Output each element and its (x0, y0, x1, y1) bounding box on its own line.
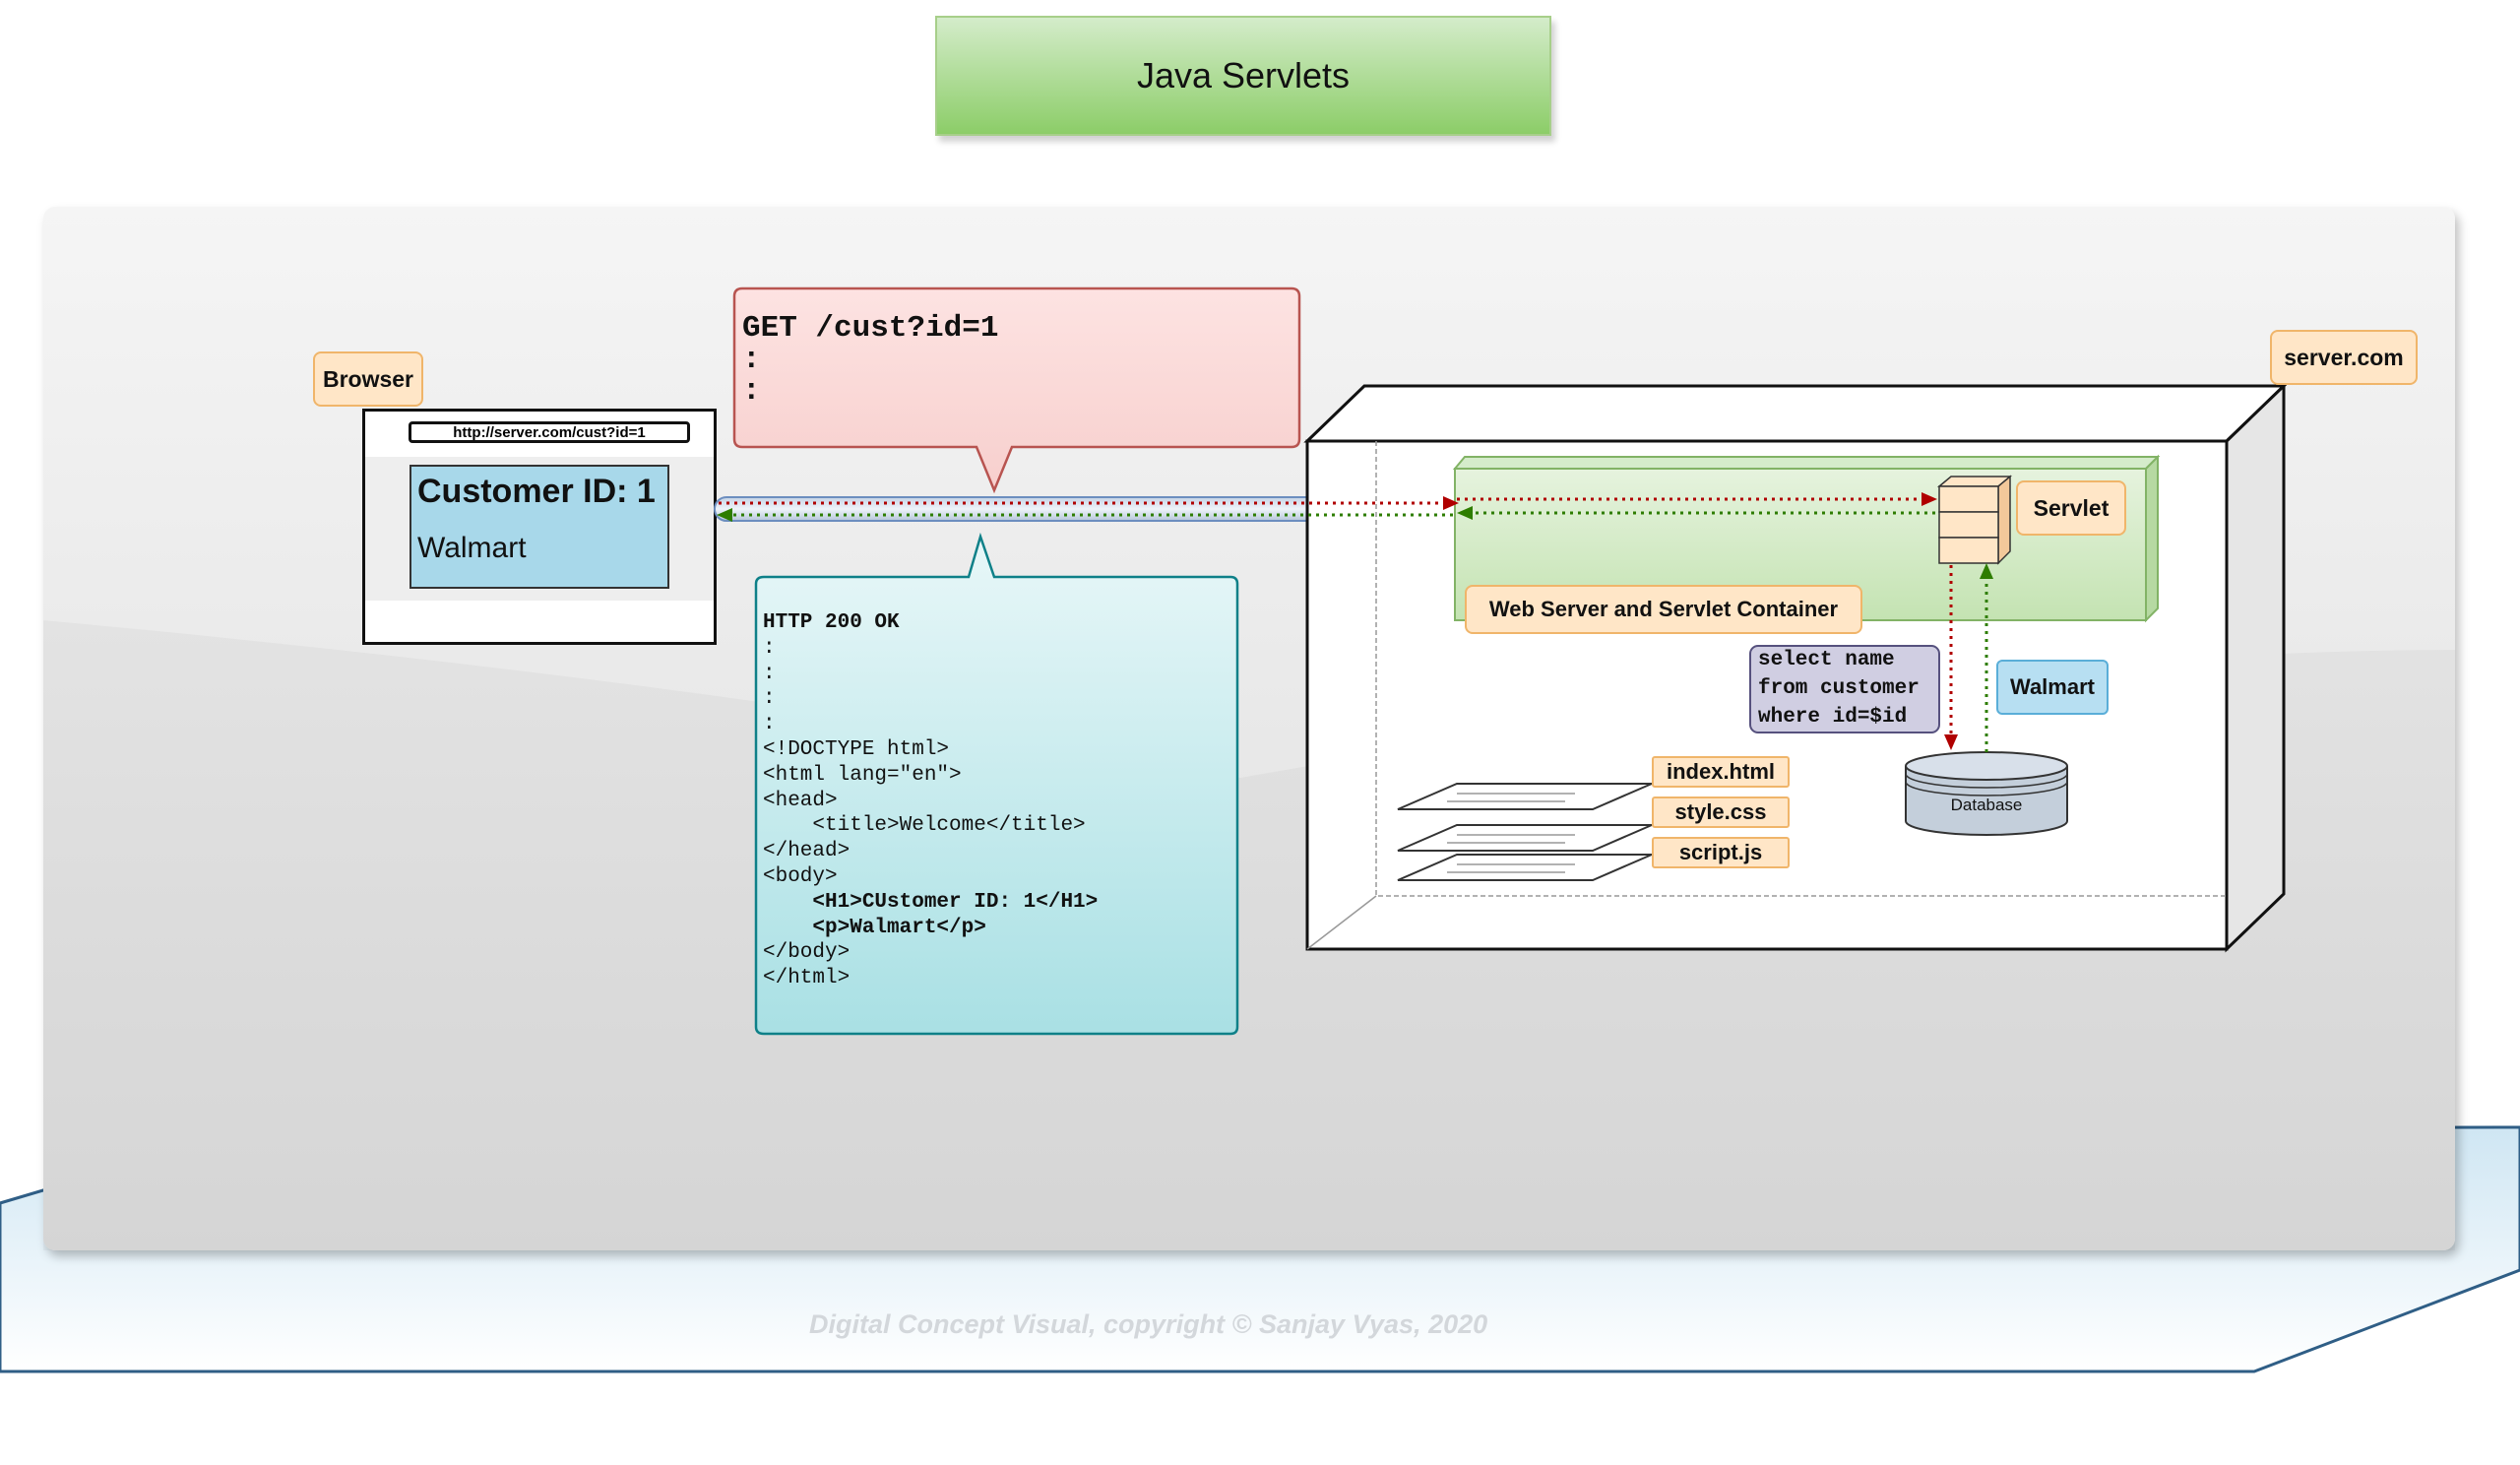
response-line: </head> (763, 840, 850, 863)
response-line: <p>Walmart</p> (763, 916, 986, 939)
database-icon (1905, 751, 2068, 836)
response-line: : (763, 662, 776, 685)
request-bubble (732, 287, 1301, 494)
response-line: <head> (763, 789, 838, 812)
response-line: HTTP 200 OK (763, 611, 900, 634)
database-label: Database (1950, 796, 2023, 814)
response-line: : (763, 636, 776, 660)
sql-box (1749, 645, 1940, 733)
container-label: Web Server and Servlet Container (1465, 585, 1862, 634)
page-title: Java Servlets (935, 16, 1551, 136)
sql-line-2: from customer (1758, 677, 1920, 700)
servlet-icon (1936, 475, 2013, 565)
server-tag: server.com (2270, 330, 2418, 385)
response-line: <!DOCTYPE html> (763, 737, 950, 761)
file-index-html: index.html (1652, 756, 1790, 788)
file-script-js: script.js (1652, 837, 1790, 868)
request-ellipsis-1: : (742, 343, 761, 377)
response-line: <body> (763, 864, 838, 888)
request-text: GET /cust?id=1 : : (742, 313, 998, 408)
sql-line-1: select name (1758, 649, 1895, 671)
browser-tag: Browser (313, 351, 423, 407)
browser-content: Customer ID: 1 Walmart (410, 465, 669, 589)
response-line: </html> (763, 967, 850, 990)
browser-window: http://server.com/cust?id=1 Customer ID:… (362, 409, 717, 645)
browser-url-bar: http://server.com/cust?id=1 (409, 421, 690, 443)
servlet-label: Servlet (2016, 480, 2126, 536)
customer-heading: Customer ID: 1 (417, 473, 656, 510)
copyright-footer: Digital Concept Visual, copyright © Sanj… (809, 1309, 1488, 1339)
sql-query: select name from customer where id=$id (1758, 646, 1920, 732)
response-arrows (717, 506, 1993, 752)
response-line: <title>Welcome</title> (763, 814, 1086, 838)
request-arrows (719, 492, 1958, 750)
response-line: <H1>CUstomer ID: 1</H1> (763, 890, 1099, 914)
response-line: : (763, 713, 776, 736)
request-line: GET /cust?id=1 (742, 311, 999, 346)
request-ellipsis-2: : (742, 374, 761, 409)
file-style-css: style.css (1652, 796, 1790, 828)
query-result-label: Walmart (1996, 660, 2109, 715)
response-line: <html lang="en"> (763, 763, 962, 787)
sql-line-3: where id=$id (1758, 706, 1908, 729)
response-line: : (763, 687, 776, 711)
response-line: </body> (763, 941, 850, 965)
customer-name: Walmart (417, 532, 527, 564)
response-bubble (754, 532, 1239, 1036)
response-text: HTTP 200 OK::::<!DOCTYPE html><html lang… (763, 610, 1098, 991)
